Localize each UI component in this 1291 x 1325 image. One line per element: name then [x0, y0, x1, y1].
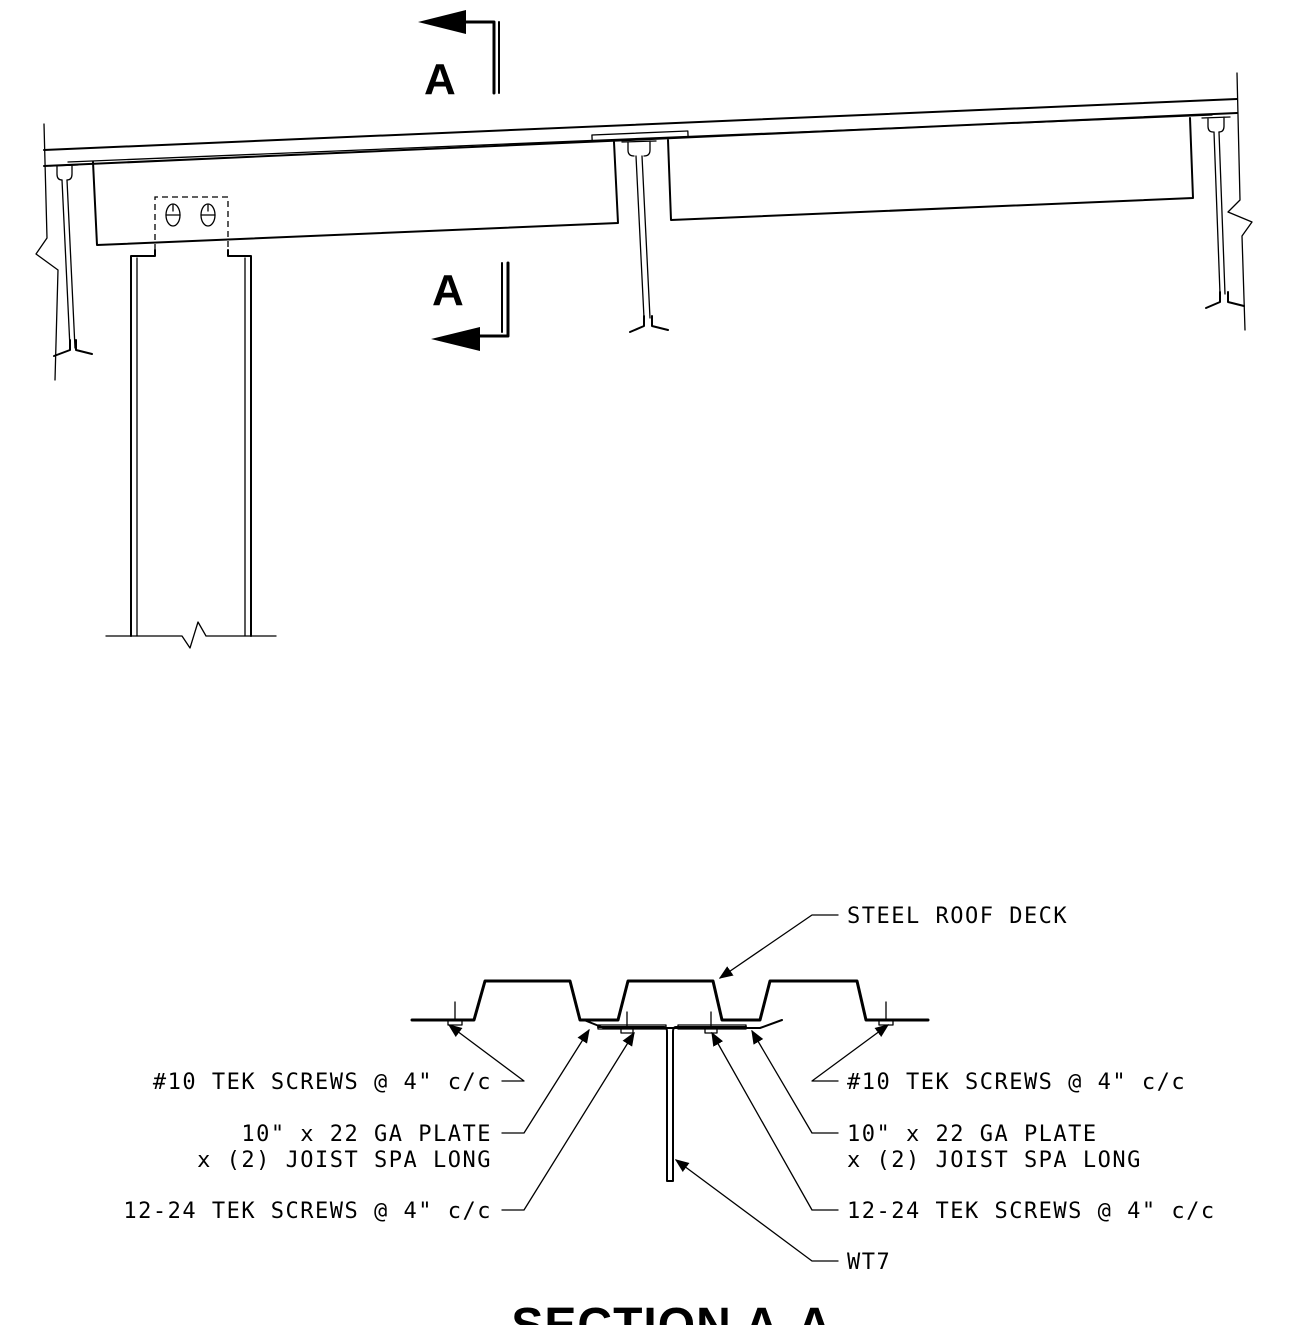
- screw-icon: [704, 1011, 718, 1034]
- callout-steel-roof-deck: STEEL ROOF DECK: [847, 904, 1068, 929]
- callout-wt7: WT7: [847, 1250, 891, 1275]
- wt7-tee: [597, 1024, 747, 1182]
- elevation-view: A A: [35, 10, 1253, 649]
- girder-left: [92, 141, 619, 246]
- section-label: A: [424, 55, 456, 104]
- splice-plate: [591, 130, 689, 142]
- screw-icon: [878, 1001, 894, 1026]
- callout-plate-right: 10" x 22 GA PLATE: [847, 1122, 1098, 1147]
- callout-plate-left-length: x (2) JOIST SPA LONG: [197, 1148, 492, 1173]
- section-cut-mark-bottom: A: [431, 261, 510, 351]
- callout-plate-left: 10" x 22 GA PLATE: [241, 1122, 492, 1147]
- leader-lines: [447, 914, 890, 1262]
- callout-tek-screws-left: #10 TEK SCREWS @ 4" c/c: [153, 1070, 492, 1095]
- callout-plate-right-length: x (2) JOIST SPA LONG: [847, 1148, 1142, 1173]
- joist-left: [49, 164, 93, 357]
- callout-tek-screws-right: #10 TEK SCREWS @ 4" c/c: [847, 1070, 1186, 1095]
- joist-middle: [621, 140, 669, 333]
- screw-icon: [620, 1011, 634, 1034]
- joist-right: [1201, 116, 1245, 309]
- section-title: SECTION A-A: [511, 1299, 832, 1325]
- column: [105, 249, 277, 649]
- section-cut-mark-top: A: [418, 10, 500, 104]
- bolt-icon: [200, 203, 216, 227]
- section-label: A: [432, 266, 464, 315]
- left-break-line: [35, 123, 59, 381]
- callout-12-24-screws-left: 12-24 TEK SCREWS @ 4" c/c: [123, 1199, 492, 1224]
- right-break-line: [1227, 72, 1253, 331]
- screw-icon: [447, 1001, 463, 1026]
- section-a-a-view: STEEL ROOF DECK #10 TEK SCREWS @ 4" c/c …: [123, 904, 1216, 1325]
- girder-right: [667, 117, 1194, 221]
- callout-12-24-screws-right: 12-24 TEK SCREWS @ 4" c/c: [847, 1199, 1216, 1224]
- column-connection: [154, 196, 229, 250]
- bolt-icon: [165, 203, 181, 227]
- steel-roof-deck: [410, 979, 930, 1022]
